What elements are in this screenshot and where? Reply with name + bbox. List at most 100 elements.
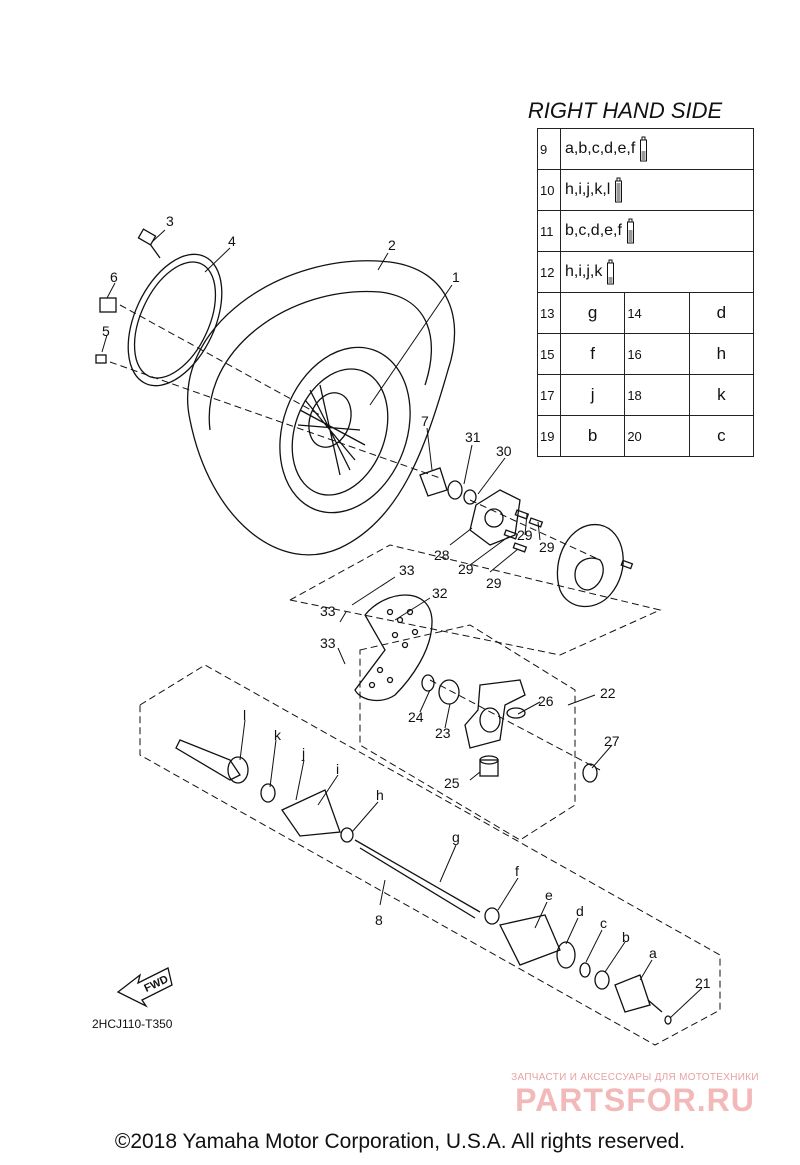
callout-29: 29 — [458, 561, 474, 577]
seal — [582, 763, 598, 783]
callout-26: 26 — [538, 693, 554, 709]
row-value: j — [559, 374, 626, 416]
row-parts: h,i,j,k — [560, 251, 754, 293]
callout-2: 2 — [388, 237, 396, 253]
table-row: 11 b,c,d,e,f — [537, 210, 754, 252]
hub-nut — [419, 467, 477, 505]
callout-32: 32 — [432, 585, 448, 601]
callout-8: 8 — [375, 912, 383, 928]
row-value: k — [688, 374, 755, 416]
grease-tube-icon — [639, 136, 648, 162]
row-number: 16 — [624, 333, 690, 375]
row-number: 12 — [537, 251, 561, 293]
row-number: 19 — [537, 415, 561, 457]
callout-3: 3 — [166, 213, 174, 229]
page-title: RIGHT HAND SIDE — [527, 98, 723, 123]
table-row: 17 j 18 k — [537, 374, 755, 416]
grease-tube-icon — [626, 218, 635, 244]
row-number: 10 — [537, 169, 561, 211]
tire — [187, 260, 456, 556]
spec-table: 9 a,b,c,d,e,f 10 h,i,j,k,l 11 b,c,d,e,f … — [537, 128, 755, 457]
callout-30: 30 — [496, 443, 512, 459]
callout-i: i — [336, 761, 339, 777]
callout-a: a — [649, 945, 657, 961]
fwd-arrow-icon: FWD — [116, 967, 173, 1008]
row-parts-text: b,c,d,e,f — [565, 222, 622, 240]
callout-e: e — [545, 887, 553, 903]
bolts — [503, 509, 634, 570]
callout-l: l — [243, 707, 246, 723]
callout-25: 25 — [444, 775, 460, 791]
callout-29: 29 — [539, 539, 555, 555]
row-value: g — [559, 292, 626, 334]
row-parts-text: h,i,j,k — [565, 263, 603, 281]
row-value: f — [559, 333, 626, 375]
leader-lines — [101, 229, 703, 1019]
callout-33: 33 — [320, 635, 336, 651]
callout-21: 21 — [695, 975, 711, 991]
guard-plate — [354, 594, 433, 702]
row-value: h — [688, 333, 755, 375]
row-number: 13 — [537, 292, 561, 334]
drive-shaft — [175, 739, 672, 1025]
row-number: 18 — [624, 374, 690, 416]
wheel-hub — [469, 489, 521, 546]
table-row: 13 g 14 d — [537, 292, 755, 334]
table-row: 9 a,b,c,d,e,f — [537, 128, 754, 170]
callout-7: 7 — [421, 413, 429, 429]
callout-33: 33 — [320, 603, 336, 619]
row-number: 15 — [537, 333, 561, 375]
callout-31: 31 — [465, 429, 481, 445]
beadlock-ring — [127, 253, 223, 387]
callout-29: 29 — [517, 527, 533, 543]
row-parts-text: h,i,j,k,l — [565, 181, 611, 199]
dashed-group-lines — [109, 304, 721, 1046]
callout-1: 1 — [452, 269, 460, 285]
callout-22: 22 — [600, 685, 616, 701]
row-parts: a,b,c,d,e,f — [560, 128, 754, 170]
ball-joint — [479, 755, 499, 777]
bolt — [95, 354, 107, 364]
grease-tube-icon — [606, 259, 615, 285]
nut — [99, 297, 117, 313]
copyright: ©2018 Yamaha Motor Corporation, U.S.A. A… — [114, 1130, 686, 1153]
callout-b: b — [622, 929, 630, 945]
grease-tube-icon — [614, 177, 623, 203]
callout-j: j — [301, 745, 305, 761]
callout-f: f — [515, 863, 519, 879]
callout-4: 4 — [228, 233, 236, 249]
row-value: c — [688, 415, 755, 457]
row-parts-text: a,b,c,d,e,f — [565, 140, 636, 158]
callout-23: 23 — [435, 725, 451, 741]
row-number: 17 — [537, 374, 561, 416]
table-row: 19 b 20 c — [537, 415, 755, 457]
callout-5: 5 — [102, 323, 110, 339]
watermark-tagline: ЗАПЧАСТИ И АКСЕССУАРЫ ДЛЯ МОТОТЕХНИКИ — [511, 1072, 759, 1083]
table-row: 15 f 16 h — [537, 333, 755, 375]
diagram-code: 2HCJ110-T350 — [92, 1017, 173, 1031]
table-row: 10 h,i,j,k,l — [537, 169, 754, 211]
row-parts: b,c,d,e,f — [560, 210, 754, 252]
row-value: d — [688, 292, 755, 334]
knuckle — [421, 674, 526, 749]
brake-disc — [556, 524, 624, 608]
callout-6: 6 — [110, 269, 118, 285]
row-number: 14 — [624, 292, 690, 334]
callout-k: k — [274, 727, 282, 743]
row-number: 9 — [537, 128, 561, 170]
callout-g: g — [452, 829, 460, 845]
callout-24: 24 — [408, 709, 424, 725]
row-parts: h,i,j,k,l — [560, 169, 754, 211]
callout-c: c — [600, 915, 607, 931]
row-number: 20 — [624, 415, 690, 457]
row-number: 11 — [537, 210, 561, 252]
fwd-label: FWD — [142, 973, 170, 994]
callout-d: d — [576, 903, 584, 919]
callout-28: 28 — [434, 547, 450, 563]
callout-33: 33 — [399, 562, 415, 578]
table-row: 12 h,i,j,k — [537, 251, 754, 293]
callout-27: 27 — [604, 733, 620, 749]
watermark-brand: PARTSFOR.RU — [515, 1082, 755, 1118]
callout-h: h — [376, 787, 384, 803]
